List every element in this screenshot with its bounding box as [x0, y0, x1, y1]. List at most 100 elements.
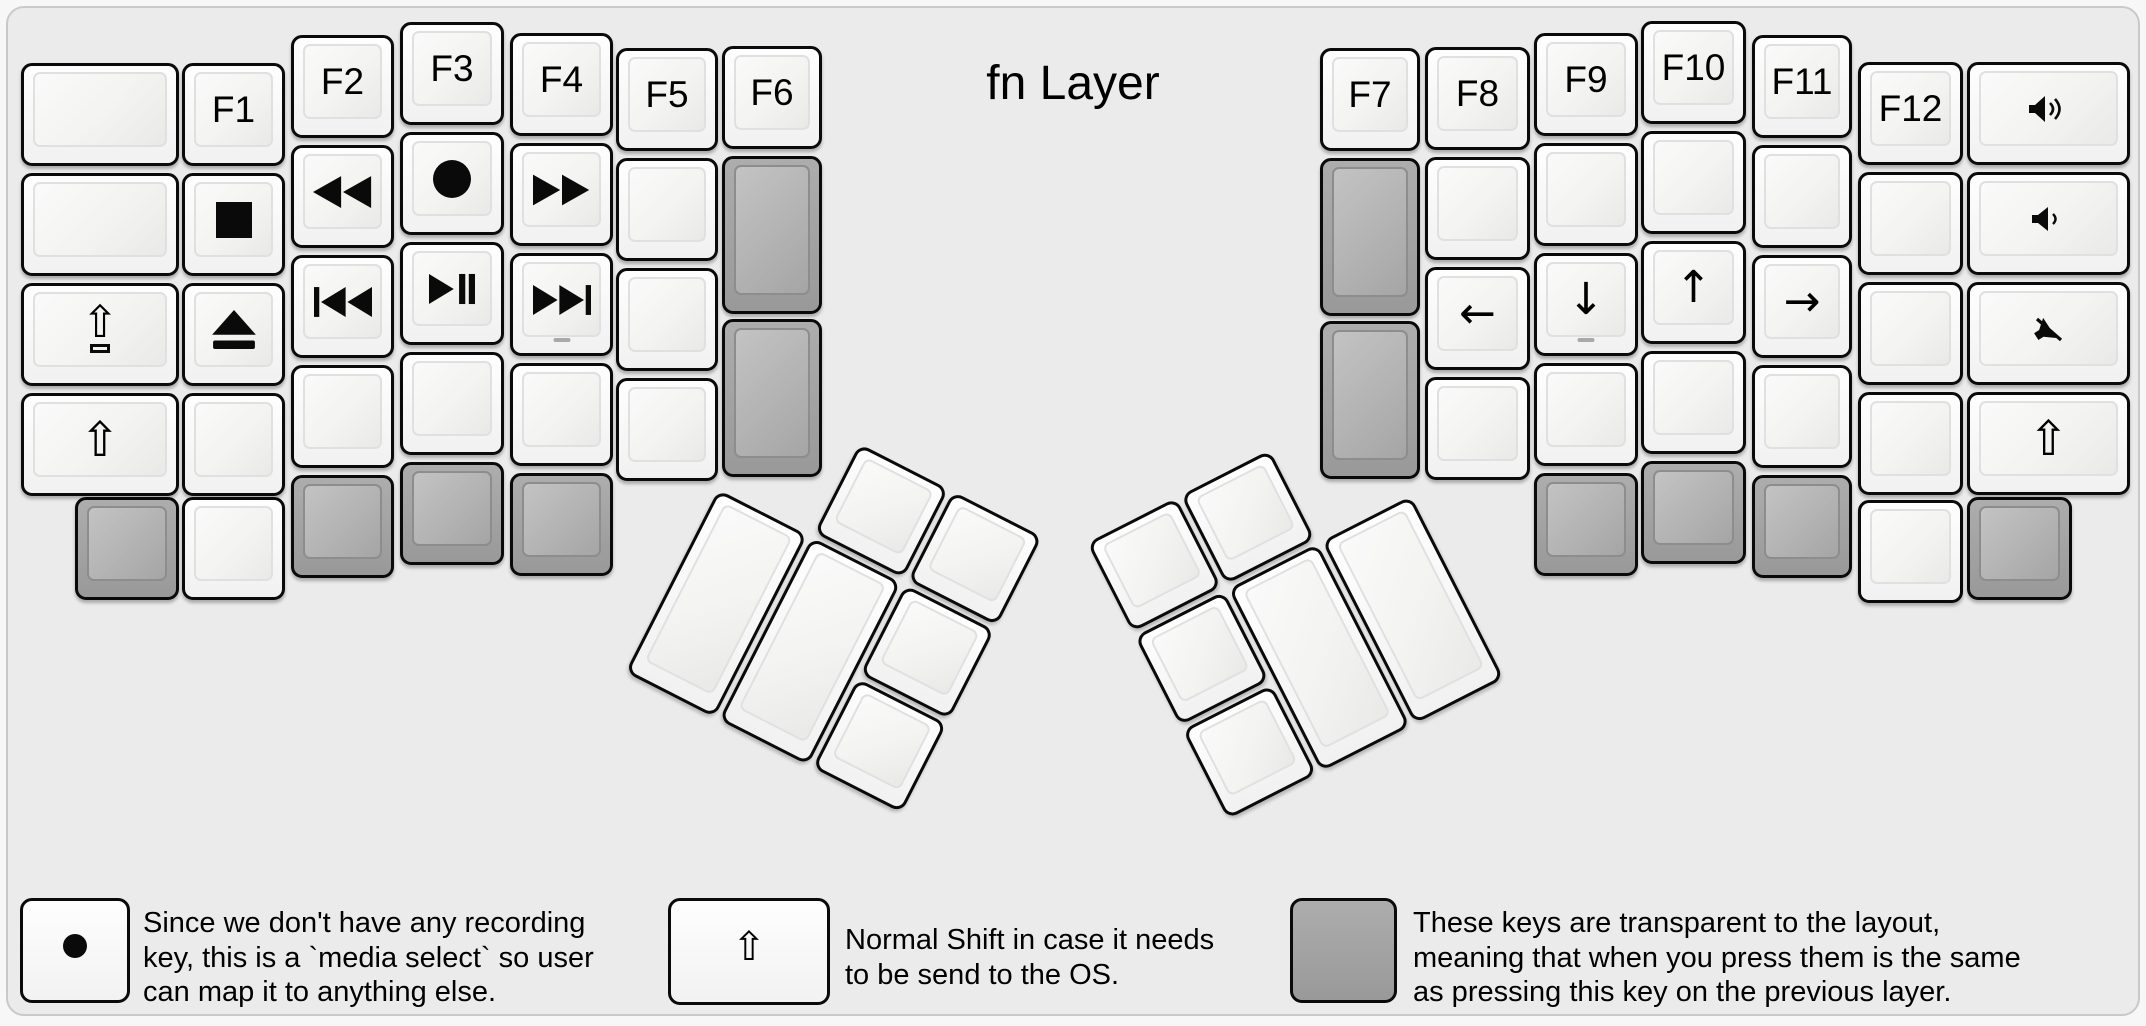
key-transparent: [510, 473, 613, 576]
key-blank: [400, 352, 504, 455]
keycap: [33, 182, 167, 257]
shift-icon: ⇧: [79, 411, 121, 468]
keycap: ⇧: [1979, 401, 2118, 476]
key-label: F10: [1661, 46, 1726, 88]
key-f6: F6: [722, 46, 822, 149]
key-f7: F7: [1320, 48, 1420, 151]
keycap: [1870, 509, 1951, 584]
key-blank: [182, 497, 285, 600]
key-transparent: [722, 156, 822, 314]
previous-track-icon: [313, 286, 372, 317]
keycap: [303, 374, 382, 449]
key-f3: F3: [400, 22, 504, 125]
keycap: [1546, 152, 1626, 227]
caps-lock-icon: ⇧: [81, 297, 119, 353]
shift-icon: ⇧: [732, 924, 766, 970]
key-label: F2: [320, 60, 365, 102]
key-label: F9: [1564, 58, 1608, 100]
keycap: F9: [1546, 42, 1626, 117]
keycap: [194, 292, 273, 367]
keycap: ⇧: [682, 909, 816, 985]
keycap: [1437, 386, 1518, 461]
fast-forward-icon: [532, 174, 589, 205]
key-blank: [1858, 500, 1963, 603]
keycap: [1101, 511, 1203, 610]
key-shift: ⇧: [1967, 392, 2130, 495]
rewind-icon: [312, 175, 371, 208]
arrow-left-icon: ←: [1459, 287, 1496, 339]
key-f12: F12: [1858, 62, 1963, 165]
key-volume-down: [1967, 172, 2130, 275]
keycap: [1546, 372, 1626, 447]
keycap: F7: [1332, 57, 1408, 132]
record-icon: [63, 934, 87, 958]
keycap: [1764, 154, 1840, 229]
shift-icon: ⇧: [2028, 410, 2069, 467]
keycap: [628, 277, 706, 352]
mute-icon: [2033, 317, 2062, 341]
key-blank: [1641, 131, 1746, 234]
keycap: F10: [1653, 30, 1734, 105]
key-label: F12: [1878, 87, 1943, 129]
keycap: F2: [303, 44, 382, 119]
key-transparent: [75, 497, 179, 600]
keycap: [87, 506, 167, 581]
key-mute: [1967, 282, 2130, 385]
keycap: [1764, 374, 1840, 449]
key-blank: [21, 63, 179, 166]
keycap: [34, 909, 116, 983]
volume-up-icon: [2028, 95, 2061, 122]
keycap: [33, 72, 167, 147]
key-label: F5: [645, 73, 689, 115]
keycap: [1870, 181, 1951, 256]
key-label: F8: [1455, 72, 1500, 114]
key-label: F6: [750, 71, 794, 113]
keycap: [1546, 482, 1626, 557]
keycap: [1149, 604, 1250, 704]
keycap: [628, 387, 706, 462]
key-blank: [1858, 172, 1963, 275]
legend-line: to be send to the OS.: [845, 958, 1120, 991]
arrow-down-icon: ↓: [1567, 273, 1605, 325]
key-f8: F8: [1425, 47, 1530, 150]
stop-icon: [215, 201, 252, 238]
arrow-right-icon: →: [1783, 275, 1821, 327]
key-blank: [1752, 365, 1852, 468]
key-media-select: [400, 132, 504, 235]
keycap: [1197, 698, 1298, 797]
key-f9: F9: [1534, 33, 1638, 136]
legend-line: These keys are transparent to the layout…: [1413, 907, 1941, 939]
keycap: [927, 504, 1028, 604]
keycap: [1870, 291, 1951, 366]
play-pause-icon: [429, 273, 475, 304]
keycap: [833, 457, 934, 556]
key-transparent: [1641, 461, 1746, 564]
keycap: F5: [628, 57, 706, 132]
keycap: [1979, 71, 2118, 146]
key-play-pause: [400, 242, 504, 345]
volume-down-icon: [2031, 206, 2057, 231]
keycap: F1: [194, 72, 273, 147]
homing-dash: [553, 338, 570, 342]
keycap: [1979, 291, 2118, 366]
key-transparent: [1320, 321, 1420, 479]
keycap: [412, 141, 492, 216]
keycap: [1979, 181, 2118, 256]
keycap: [194, 506, 273, 581]
key-blank: [510, 363, 613, 466]
key-f2: F2: [291, 35, 394, 138]
keycap: [1870, 401, 1951, 476]
key-label: F4: [539, 58, 584, 100]
key-label: F7: [1348, 73, 1392, 115]
keycap: [412, 251, 492, 326]
legend-line: Since we don't have any recording: [143, 907, 586, 939]
key-next-track: [510, 253, 613, 356]
caps-arrow: ⇧: [81, 297, 119, 349]
key-f1: F1: [182, 63, 285, 166]
legend-key-shift: ⇧: [668, 898, 830, 1005]
keycap: [194, 182, 273, 257]
key-transparent: [400, 462, 504, 565]
keycap: [734, 328, 810, 458]
keycap: [522, 482, 601, 557]
legend-text-shift: Normal Shift in case it needs to be send…: [845, 923, 1214, 992]
